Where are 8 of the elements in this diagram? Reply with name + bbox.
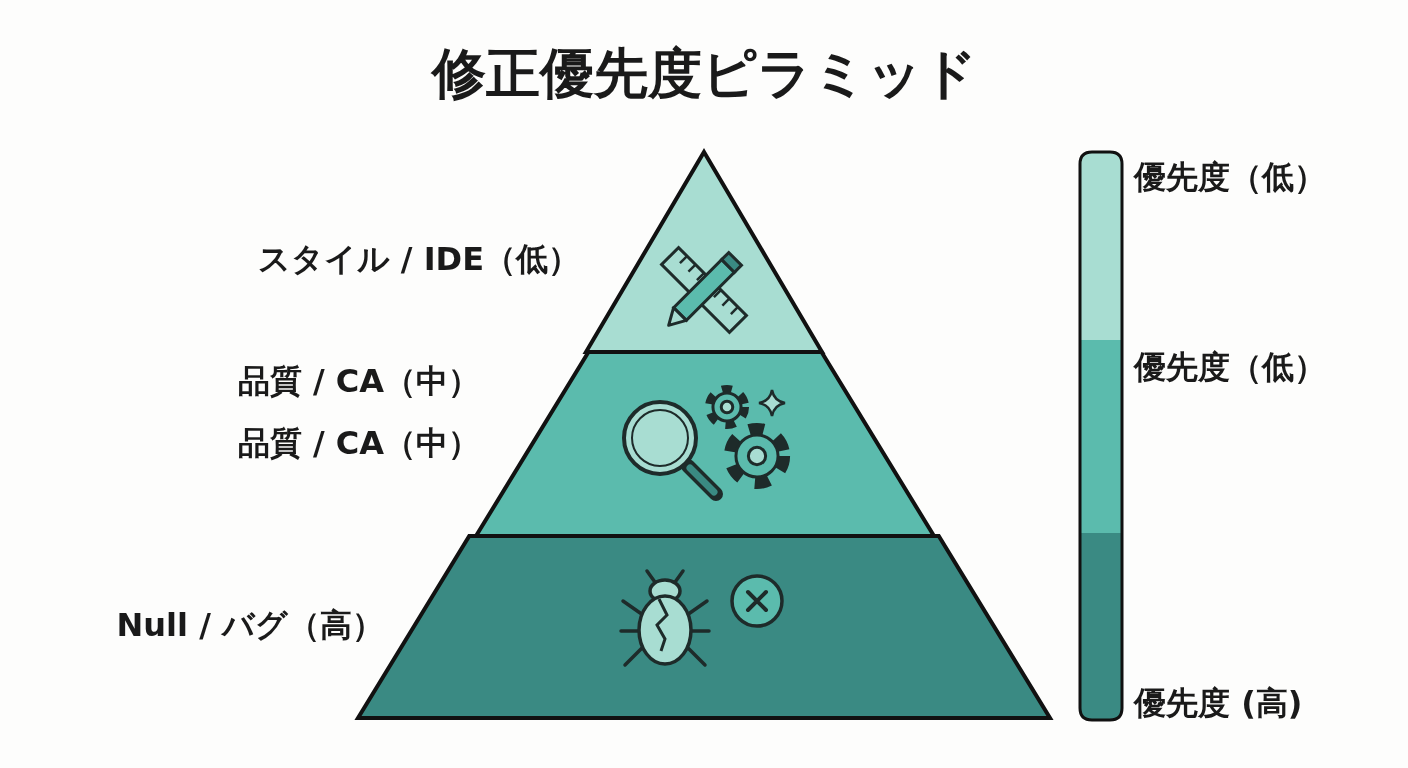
priority-label: 優先度 (高) xyxy=(1134,684,1303,723)
tier-label: 品質 / CA（中） xyxy=(237,424,480,463)
priority-label: 優先度（低） xyxy=(1134,158,1326,197)
priority-label: 優先度（低） xyxy=(1134,348,1326,387)
tier-label: 品質 / CA（中） xyxy=(237,362,480,401)
tier-label: スタイル / IDE（低） xyxy=(257,240,580,279)
tier-label: Null / バグ（高） xyxy=(116,606,384,645)
title: 修正優先度ピラミッド xyxy=(430,42,978,107)
